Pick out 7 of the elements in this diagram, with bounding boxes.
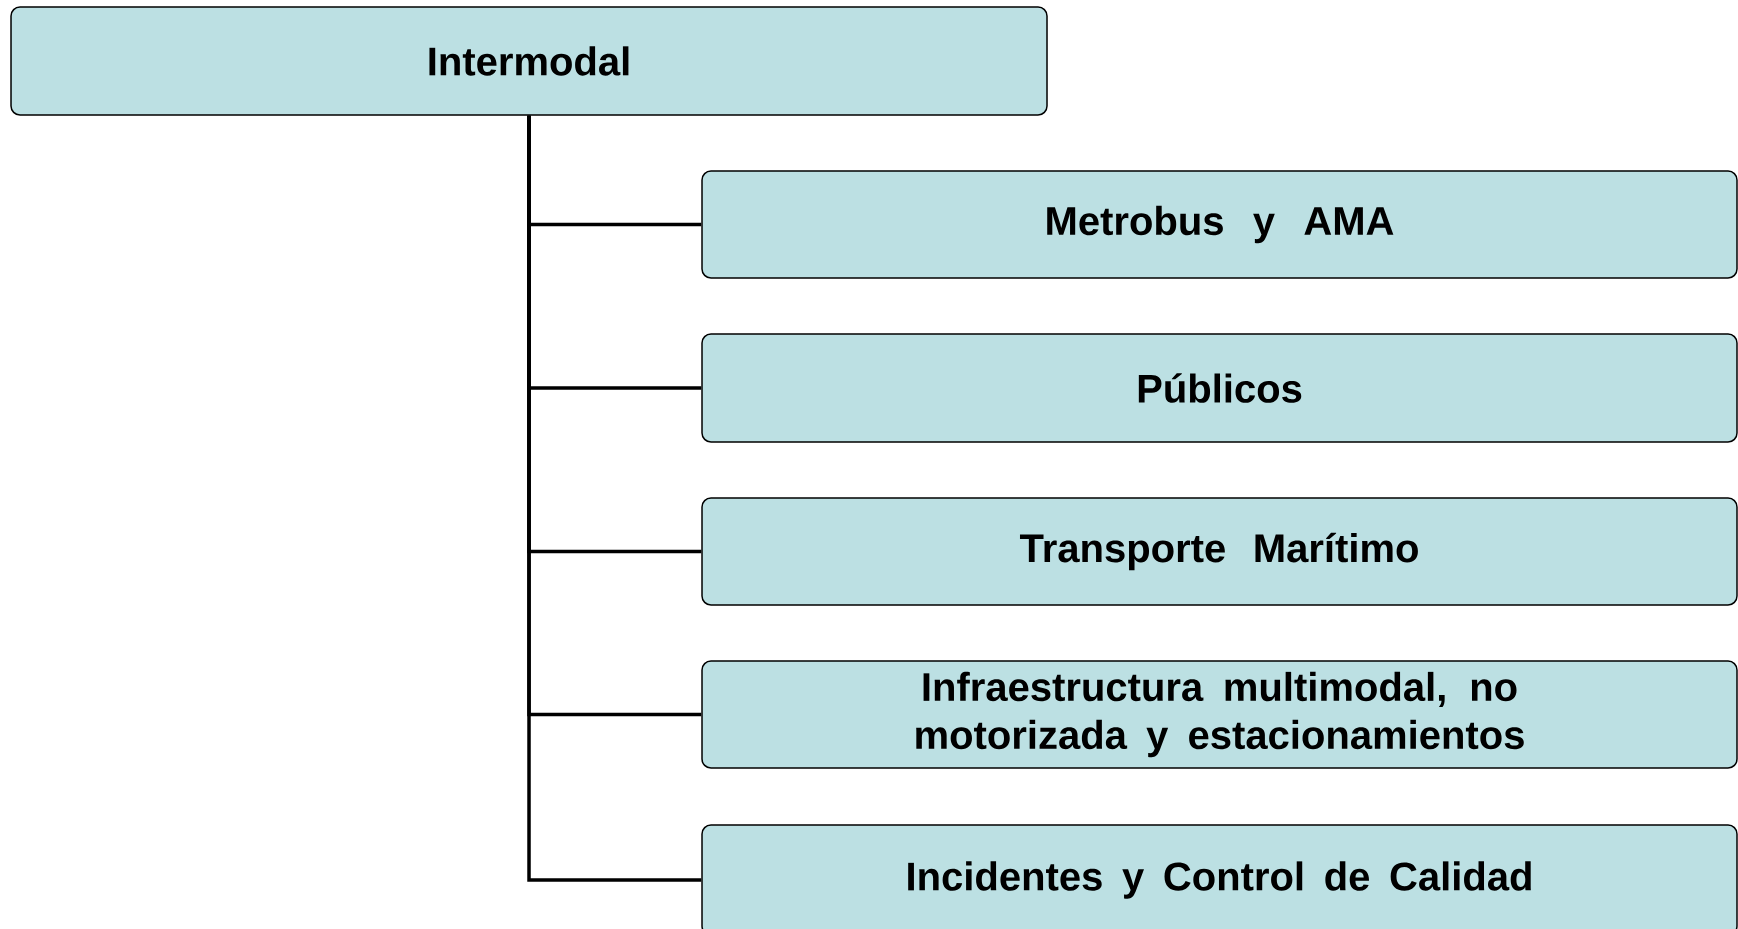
category-box: Infraestructura multimodal, no motorizada y estacionamientos xyxy=(701,660,1738,769)
category-box: Incidentes y Control de Calidad xyxy=(701,824,1738,929)
category-box: Metrobus y AMA xyxy=(701,170,1738,279)
category-box: Públicos xyxy=(701,333,1738,443)
connector-line xyxy=(527,115,702,882)
category-box: Transporte Marítimo xyxy=(701,497,1738,606)
category-box: Intermodal xyxy=(10,6,1048,116)
